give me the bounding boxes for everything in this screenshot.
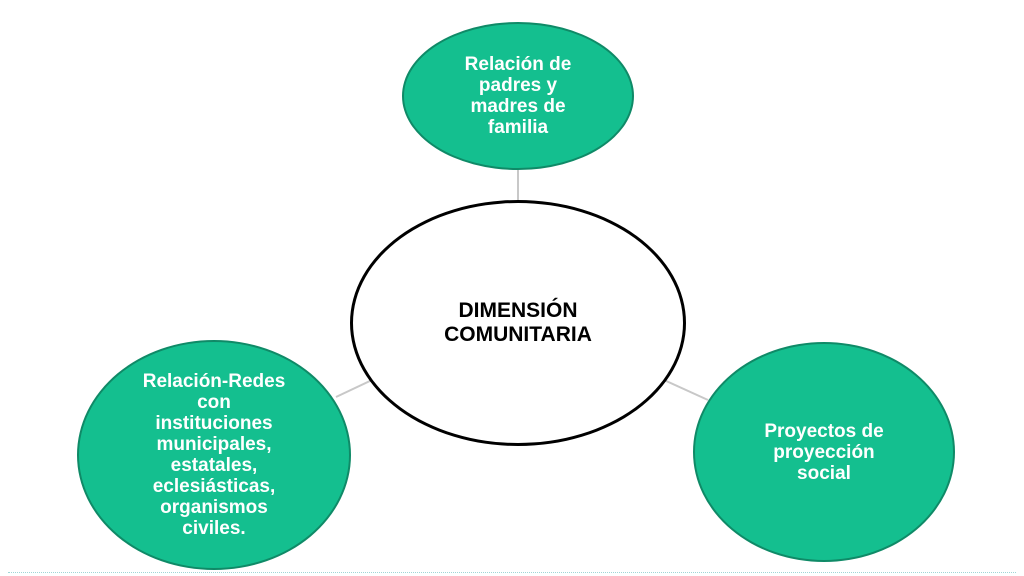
bottom-dotted-divider <box>8 572 1016 573</box>
node-relacion-redes-instituciones: Relación-Redes con instituciones municip… <box>77 340 351 570</box>
connector-center-left <box>335 379 373 398</box>
node-proyectos-proyeccion-social-label: Proyectos de proyección social <box>764 420 884 484</box>
node-dimension-comunitaria: DIMENSIÓN COMUNITARIA <box>350 200 686 446</box>
node-proyectos-proyeccion-social: Proyectos de proyección social <box>693 342 955 562</box>
node-relacion-padres-madres-label: Relación de padres y madres de familia <box>464 54 572 138</box>
node-relacion-redes-instituciones-label: Relación-Redes con instituciones municip… <box>142 371 286 539</box>
node-dimension-comunitaria-label: DIMENSIÓN COMUNITARIA <box>444 299 592 346</box>
node-relacion-padres-madres: Relación de padres y madres de familia <box>402 22 634 170</box>
connector-center-right <box>663 379 709 401</box>
